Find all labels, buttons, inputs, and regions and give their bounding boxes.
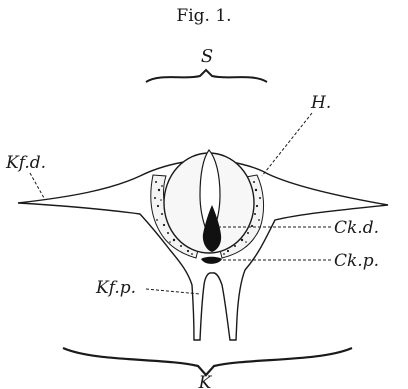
label-s: S: [201, 46, 213, 67]
label-kfd: Kf.d.: [5, 153, 46, 173]
leader-kfd: [30, 173, 44, 198]
leader-h: [262, 113, 312, 176]
bottom-brace: [63, 348, 352, 375]
label-ckd: Ck.d.: [334, 218, 379, 238]
figure-title: Fig. 1.: [176, 6, 231, 26]
label-h: H.: [310, 93, 331, 113]
top-brace: [146, 70, 267, 82]
label-kfp: Kf.p.: [95, 278, 136, 298]
label-k: K: [198, 373, 213, 389]
label-ckp: Ck.p.: [334, 251, 379, 271]
